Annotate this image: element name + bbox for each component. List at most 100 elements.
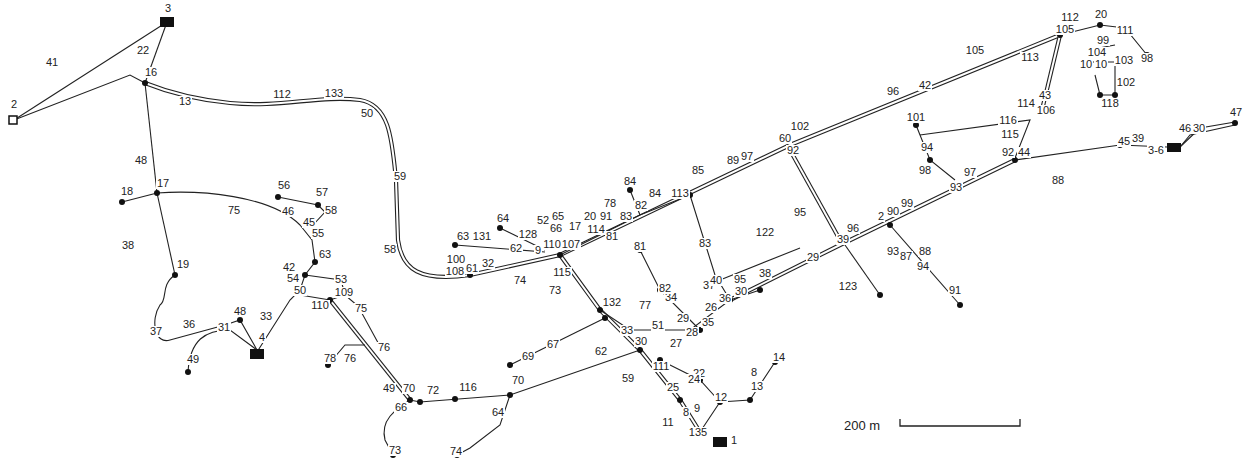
map-label: 36: [718, 293, 732, 304]
map-label: 13: [178, 96, 192, 107]
map-label: 66: [549, 223, 563, 234]
map-label: 40: [709, 275, 723, 286]
map-label: 8: [750, 367, 758, 378]
map-label: 78: [603, 198, 617, 209]
map-label: 10: [1079, 59, 1093, 70]
map-label: 99: [900, 198, 914, 209]
map-label: 14: [772, 352, 786, 363]
map-label: 67: [546, 339, 560, 350]
map-label: 105: [965, 45, 985, 56]
map-label: 112: [272, 89, 292, 100]
map-label: 1: [730, 435, 738, 446]
map-label: 81: [633, 241, 647, 252]
map-label: 70: [402, 383, 416, 394]
map-label: 110: [542, 239, 562, 250]
map-label: 122: [755, 227, 775, 238]
map-label: 12: [714, 392, 728, 403]
map-label: 16: [144, 67, 158, 78]
map-label: 3: [164, 3, 172, 14]
map-label: 89: [726, 155, 740, 166]
map-label: 42: [918, 80, 932, 91]
map-label: 46: [281, 206, 295, 217]
map-label: 107: [561, 239, 581, 250]
map-label: 50: [360, 108, 374, 119]
map-label: 100: [446, 254, 466, 265]
map-label: 29: [676, 313, 690, 324]
map-label: 110: [310, 300, 330, 311]
map-label: 26: [704, 302, 718, 313]
map-label: 131: [472, 231, 492, 242]
map-label: 54: [286, 273, 300, 284]
map-label: 84: [648, 188, 662, 199]
map-label: 4: [258, 332, 266, 343]
map-label: 82: [658, 283, 672, 294]
map-label: 32: [481, 258, 495, 269]
map-label: 17: [156, 178, 170, 189]
junction-dots: [119, 22, 1238, 458]
map-label: 63: [318, 249, 332, 260]
map-label: 93: [949, 182, 963, 193]
map-label: 114: [1016, 98, 1036, 109]
map-label: 45: [1117, 136, 1131, 147]
map-label: 111: [652, 361, 671, 372]
map-label: 98: [1140, 53, 1154, 64]
map-label: 88: [918, 246, 932, 257]
map-label: 98: [918, 165, 932, 176]
map-label: 63: [456, 231, 470, 242]
map-label: 55: [311, 228, 325, 239]
map-label: 102: [1116, 77, 1136, 88]
map-label: 30: [734, 286, 748, 297]
map-label: 49: [186, 354, 200, 365]
map-label: 62: [594, 346, 608, 357]
map-label: 200 m: [843, 419, 881, 432]
map-label: 135: [688, 427, 708, 438]
map-label: 39: [836, 234, 850, 245]
map-label: 116: [998, 115, 1018, 126]
map-label: 114: [586, 224, 606, 235]
map-label: 74: [513, 275, 527, 286]
map-label: 72: [426, 385, 440, 396]
map-label: 47: [1229, 107, 1243, 118]
map-label: 74: [449, 446, 463, 457]
map-label: 59: [393, 171, 407, 182]
map-label: 30: [1192, 123, 1206, 134]
map-label: 115: [1000, 129, 1020, 140]
map-label: 19: [176, 259, 190, 270]
map-label: 13: [750, 381, 764, 392]
map-label: 77: [638, 300, 652, 311]
map-label: 78: [323, 353, 337, 364]
map-label: 61: [465, 263, 479, 274]
map-label: 85: [691, 165, 705, 176]
map-label: 106: [1036, 105, 1056, 116]
map-label: 92: [786, 145, 800, 156]
map-label: 88: [1051, 175, 1065, 186]
map-label: 105: [1055, 24, 1075, 35]
map-label: 22: [136, 45, 150, 56]
single-pipes: [14, 22, 1235, 455]
map-label: 97: [740, 151, 754, 162]
map-label: 20: [583, 211, 597, 222]
map-label: 102: [790, 121, 810, 132]
map-label: 70: [511, 375, 525, 386]
map-label: 116: [458, 382, 478, 393]
map-label: 81: [605, 231, 619, 242]
map-label: 8: [682, 407, 690, 418]
map-label: 10: [1094, 59, 1108, 70]
map-label: 75: [354, 303, 368, 314]
map-label: 38: [758, 268, 772, 279]
map-label: 9: [534, 245, 542, 256]
map-label: 58: [324, 205, 338, 216]
map-label: 103: [1114, 55, 1134, 66]
map-label: 50: [293, 285, 307, 296]
map-label: 33: [620, 325, 634, 336]
map-label: 45: [302, 217, 316, 228]
map-label: 94: [920, 142, 934, 153]
map-label: 95: [793, 207, 807, 218]
map-label: 43: [1038, 90, 1052, 101]
map-label: 11: [661, 417, 674, 428]
map-label: 76: [377, 342, 391, 353]
map-label: 113: [1020, 52, 1040, 63]
map-label: 73: [548, 285, 562, 296]
map-label: 36: [182, 319, 196, 330]
